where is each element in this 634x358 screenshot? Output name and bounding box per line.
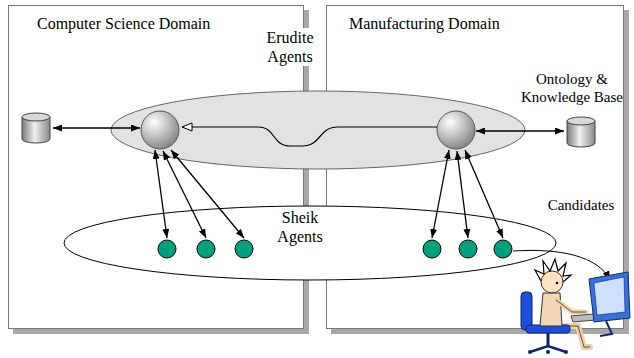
candidate-figure bbox=[521, 259, 630, 354]
candidate-figure-part bbox=[556, 282, 559, 285]
candidate-figure-part bbox=[546, 350, 550, 354]
sheik-link bbox=[155, 150, 503, 238]
sheik-link-part bbox=[457, 151, 468, 238]
agent-layer-ellipse: Sheik Agents bbox=[63, 205, 557, 281]
candidate-figure-part bbox=[528, 350, 532, 354]
panel-heading: Computer Science Domain bbox=[37, 14, 210, 33]
layer-title: Erudite Agents bbox=[258, 28, 322, 66]
candidate-figure-part bbox=[594, 277, 625, 315]
annotation-label: Candidates bbox=[536, 196, 626, 214]
layer-title: Sheik Agents bbox=[268, 208, 332, 246]
database-cylinder bbox=[567, 117, 595, 147]
candidate-figure-part bbox=[556, 300, 586, 312]
knowledge-link-part bbox=[53, 127, 140, 129]
candidate-figure-part bbox=[571, 314, 596, 322]
sheik-agent-dot bbox=[459, 240, 477, 258]
ellipse-shape bbox=[111, 91, 525, 169]
sheik-agent-dot bbox=[423, 240, 441, 258]
knowledge-link bbox=[53, 128, 564, 131]
sheik-agent-dot bbox=[158, 240, 176, 258]
database-cylinder-part bbox=[567, 117, 595, 125]
candidate-figure-part bbox=[521, 292, 532, 330]
sheik-agent-dot bbox=[494, 240, 512, 258]
erudite-agent-sphere bbox=[437, 111, 475, 149]
sheik-agent-dot bbox=[235, 240, 253, 258]
agent-link bbox=[182, 127, 437, 146]
ellipse-shape bbox=[64, 206, 556, 280]
candidate-figure-part bbox=[556, 300, 586, 312]
sheik-link-part bbox=[155, 150, 167, 238]
sheik-link-part bbox=[465, 150, 503, 238]
sheik-link-part bbox=[163, 151, 206, 238]
label-slot: Candidates bbox=[536, 196, 626, 214]
candidate-figure-part bbox=[600, 321, 612, 336]
candidate-figure-part bbox=[589, 272, 630, 322]
label-slot: Ontology & Knowledge Base bbox=[518, 70, 626, 106]
candidate-figure-part bbox=[547, 332, 550, 346]
candidate-figure-part bbox=[564, 350, 568, 354]
annotation-label: Ontology & Knowledge Base bbox=[518, 70, 626, 106]
candidate-figure-part bbox=[535, 259, 571, 282]
database-cylinder bbox=[22, 113, 50, 143]
sheik-link-part bbox=[432, 150, 449, 238]
sheik-agent-dot bbox=[197, 240, 215, 258]
database-cylinder-part bbox=[22, 113, 50, 121]
candidate-figure-part bbox=[540, 293, 562, 326]
sheik-link-part bbox=[171, 150, 244, 238]
knowledge-link-part bbox=[476, 130, 564, 132]
erudite-agent-sphere bbox=[141, 111, 179, 149]
panel-heading: Manufacturing Domain bbox=[349, 14, 500, 33]
